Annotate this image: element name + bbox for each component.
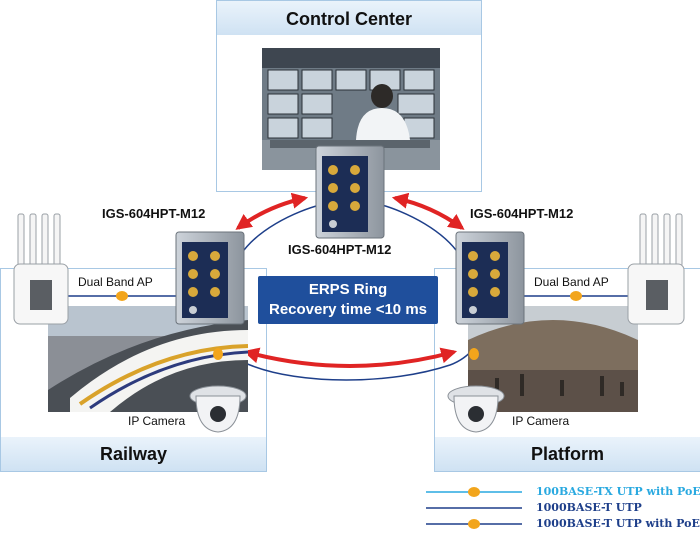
ring-arrows xyxy=(235,192,465,368)
left-camera-label: IP Camera xyxy=(128,414,186,428)
poe-badges xyxy=(116,291,582,360)
right-ap-label: Dual Band AP xyxy=(534,275,609,289)
ring-recovery: Recovery time <10 ms xyxy=(268,301,427,318)
legend-item-2: 1000BASE-T UTP xyxy=(536,501,642,514)
control-center-title: Control Center xyxy=(286,9,412,29)
right-switch xyxy=(455,231,525,325)
control-center-header xyxy=(217,1,481,35)
platform-footer xyxy=(435,437,700,471)
legend-item-1: 100BASE-TX UTP with PoE xyxy=(536,485,700,498)
right-access-point xyxy=(627,213,685,325)
control-room-photo xyxy=(262,48,440,170)
legend-item-3: 1000BASE-T UTP with PoE xyxy=(536,517,700,530)
railway-footer xyxy=(1,437,266,471)
right-switch-label: IGS-604HPT-M12 xyxy=(470,206,574,221)
top-switch xyxy=(315,145,385,239)
top-switch-label: IGS-604HPT-M12 xyxy=(288,242,392,257)
left-ip-camera xyxy=(189,385,247,433)
left-ap-label: Dual Band AP xyxy=(78,275,153,289)
ring-title: ERPS Ring xyxy=(308,281,388,298)
left-access-point xyxy=(13,213,69,325)
erps-ring-box: ERPS Ring Recovery time <10 ms xyxy=(258,276,438,324)
left-switch-label: IGS-604HPT-M12 xyxy=(102,206,206,221)
right-camera-label: IP Camera xyxy=(512,414,570,428)
railway-title: Railway xyxy=(99,444,168,464)
left-switch xyxy=(175,231,245,325)
legend-graphics xyxy=(426,487,522,529)
right-ip-camera xyxy=(447,385,505,433)
platform-title: Platform xyxy=(530,444,604,464)
